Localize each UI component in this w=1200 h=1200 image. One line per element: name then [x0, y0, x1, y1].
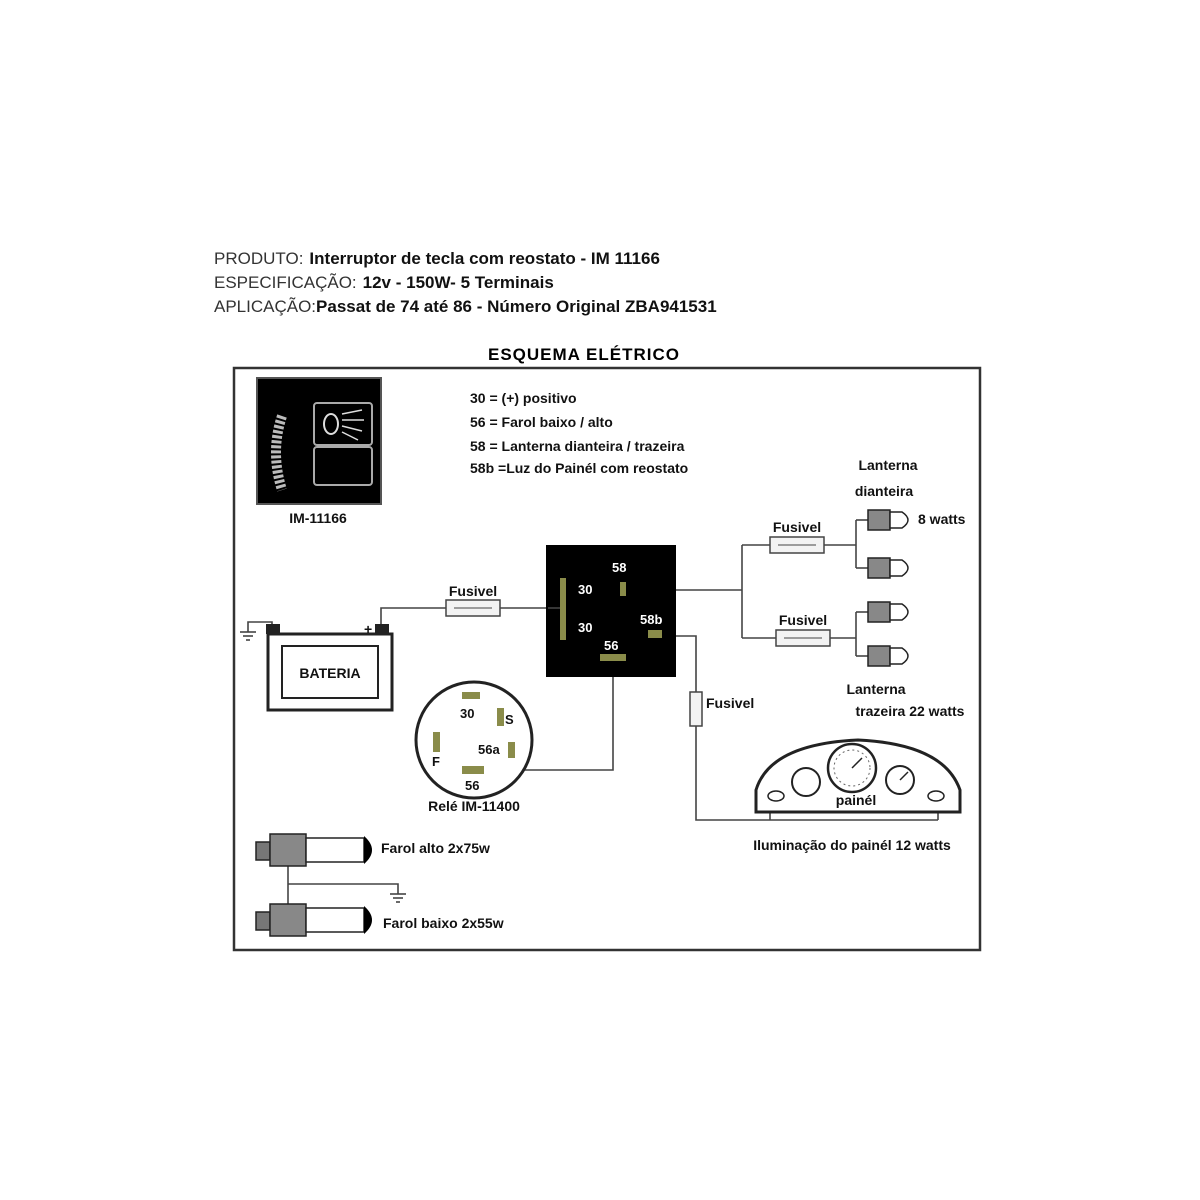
- wires: [247, 519, 939, 912]
- fuse-panel-label: Fusivel: [706, 695, 754, 711]
- legend-item: 56 = Farol baixo / alto: [470, 414, 613, 430]
- headlight-high-label: Farol alto 2x75w: [381, 840, 490, 856]
- front-lamp-line2: dianteira: [855, 483, 914, 499]
- switch-terminal-30b: 30: [578, 620, 592, 635]
- relay-caption: Relé IM-11400: [428, 798, 520, 814]
- switch-caption: IM-11166: [289, 510, 347, 526]
- fuse-battery-label: Fusivel: [449, 583, 497, 599]
- relay-terminal-56a: 56a: [478, 742, 500, 757]
- instrument-panel: [754, 738, 962, 814]
- legend-item: 30 = (+) positivo: [470, 390, 577, 406]
- lamp-icon: [867, 509, 909, 531]
- relay-terminal-s: S: [505, 712, 514, 727]
- diagram-frame: [232, 366, 982, 952]
- ground-icon: [240, 631, 256, 641]
- headlight-low-label: Farol baixo 2x55w: [383, 915, 504, 931]
- switch-terminal-56: 56: [604, 638, 618, 653]
- battery: [266, 624, 394, 712]
- fuse-rear-label: Fusivel: [779, 612, 827, 628]
- fuse-front-label: Fusivel: [773, 519, 821, 535]
- panel-caption: Iluminação do painél 12 watts: [753, 837, 951, 853]
- header-aplicacao: APLICAÇÃO:Passat de 74 até 86 - Número O…: [214, 297, 717, 316]
- relay-terminal-30: 30: [460, 706, 474, 721]
- panel-label: painél: [836, 792, 876, 808]
- rear-lamp-line2: trazeira 22 watts: [856, 703, 965, 719]
- fuse-icon: [769, 536, 825, 554]
- fuse-icon: [689, 691, 703, 727]
- header-especificacao: ESPECIFICAÇÃO:12v - 150W- 5 Terminais: [214, 273, 554, 292]
- header-produto: PRODUTO:Interruptor de tecla com reostat…: [214, 249, 660, 268]
- fuse-icon: [445, 599, 501, 617]
- switch-terminal-58b: 58b: [640, 612, 662, 627]
- lamp-icon: [867, 601, 909, 623]
- battery-plus: +: [364, 621, 372, 637]
- battery-label: BATERIA: [299, 665, 360, 681]
- switch-terminal-block: [546, 545, 676, 677]
- fuse-icon: [775, 629, 831, 647]
- switch-terminal-58: 58: [612, 560, 626, 575]
- front-lamp-watts: 8 watts: [918, 511, 966, 527]
- headlight-icon: [255, 903, 372, 937]
- lamp-icon: [867, 645, 909, 667]
- lamp-icon: [867, 557, 909, 579]
- ground-icon: [390, 893, 406, 903]
- legend-item: 58b =Luz do Painél com reostato: [470, 460, 688, 476]
- legend: 30 = (+) positivo 56 = Farol baixo / alt…: [470, 390, 688, 476]
- rear-lamp-line1: Lanterna: [846, 681, 905, 697]
- relay: [414, 680, 534, 800]
- headlight-icon: [255, 833, 372, 867]
- diagram-title: ESQUEMA ELÉTRICO: [488, 345, 680, 364]
- switch-icon: [256, 377, 382, 505]
- front-lamp-line1: Lanterna: [858, 457, 917, 473]
- switch-terminal-30a: 30: [578, 582, 592, 597]
- relay-terminal-f: F: [432, 754, 440, 769]
- legend-item: 58 = Lanterna dianteira / trazeira: [470, 438, 685, 454]
- relay-terminal-56: 56: [465, 778, 479, 793]
